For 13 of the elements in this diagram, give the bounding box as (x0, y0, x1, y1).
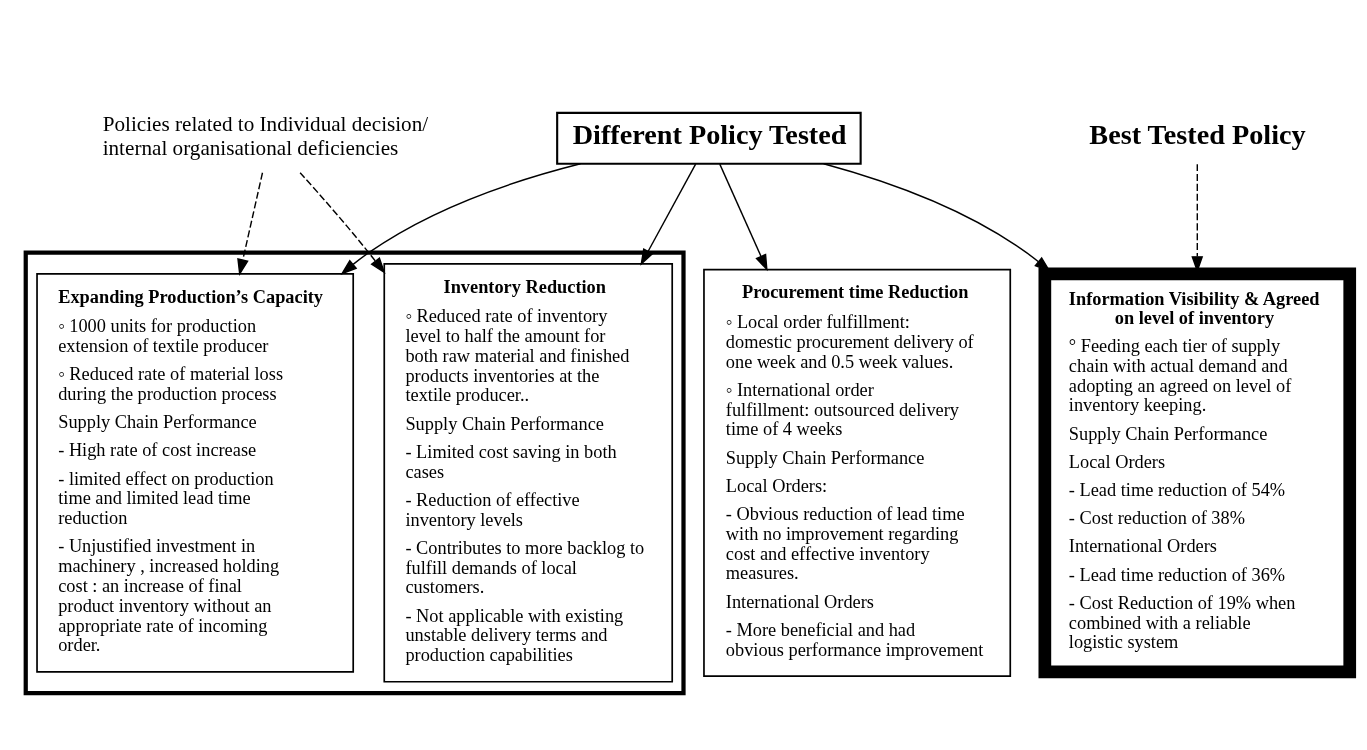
node-text: Policies related to Individual decision/ internal organisational deficiencies (102, 112, 429, 161)
node-box: Procurement time Reduction ◦ Local order fulfillment: domestic procurement delivery of one week and 0.5 week values. ◦ International order fulfillment: outsourced delivery time of 4 weeks Supply Chain Performance Local Orders: - Obvious reduction of lead time with no improvement regarding cost and effective inventory measures. International Orders - More beneficial and had obvious performance improvement (703, 268, 1012, 677)
arrow (299, 171, 386, 274)
cluster (23, 250, 686, 696)
arrow (340, 163, 582, 275)
arrow (640, 163, 697, 266)
node-box: Information Visibility & Agreed on level of inventory ° Feeding each tier of supply chain with actual demand and adopting an agreed on level of inventory keeping. Supply Chain Performance Local Orders - Lead time reduction of 54% - Cost reduction of 38% International Orders - Lead time reduction of 36% - Cost Reduction of 19% when combined with a reliable logistic system (1038, 267, 1357, 679)
node-box: Expanding Production’s Capacity ◦ 1000 units for production extension of textile producer ◦ Reduced rate of material loss during the production process Supply Chain Performance - High rate of cost increase - limited effect on production time and limited lead time reduction - Unjustified investment in machinery , increased holding cost : an increase of final product inventory without an appropriate rate of incoming order. (36, 273, 355, 673)
arrow (719, 163, 768, 272)
node-box: Different Policy Tested (556, 111, 862, 165)
node-text: Best Tested Policy (1089, 118, 1306, 150)
node-box: Inventory Reduction ◦ Reduced rate of inventory level to half the amount for both raw material and finished products inventories at the textile producer.. Supply Chain Performance - Limited cost saving in both cases - Reduction of effective inventory levels - Contributes to more backlog to fulfill demands of local customers. - Not applicable with existing unstable delivery terms and production capabilities (383, 263, 674, 683)
arrow (237, 172, 264, 276)
